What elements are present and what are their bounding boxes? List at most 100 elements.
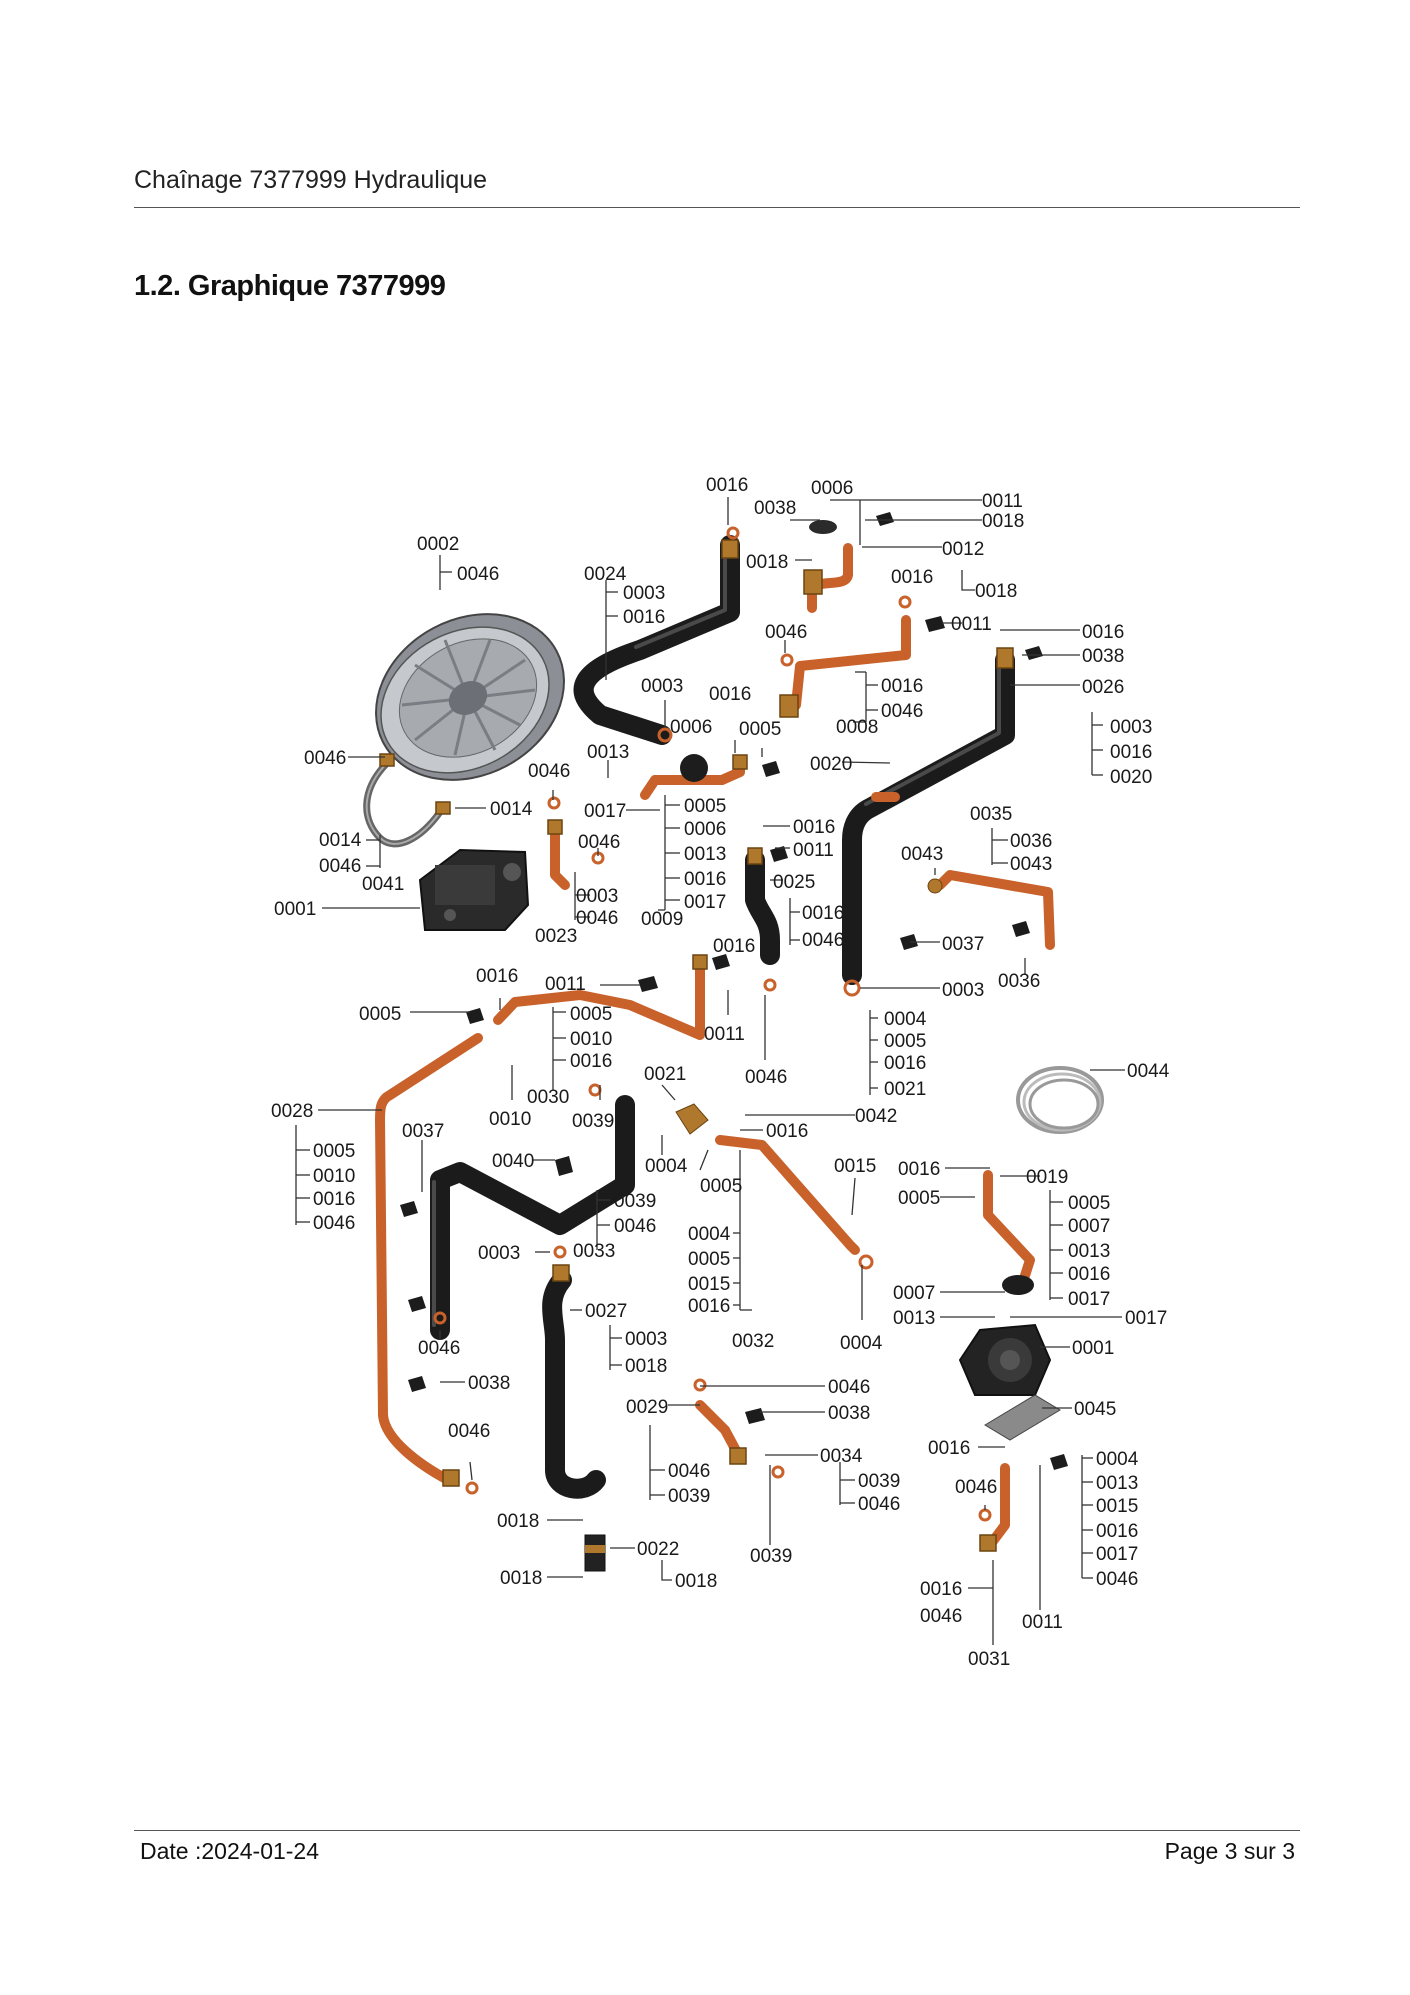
part-label: 0001 [1072,1338,1114,1359]
part-label: 0016 [684,869,726,890]
part-label: 0038 [754,498,796,519]
part-label: 0016 [891,567,933,588]
part-label: 0017 [1125,1308,1167,1329]
part-label: 0046 [578,832,620,853]
part-label: 0043 [1010,854,1052,875]
part-label: 0021 [884,1079,926,1100]
part-label: 0046 [319,856,361,877]
part-label: 0025 [773,872,815,893]
part-label: 0038 [468,1373,510,1394]
part-label: 0006 [684,819,726,840]
part-label: 0046 [765,622,807,643]
part-label: 0015 [834,1156,876,1177]
part-label: 0005 [1068,1193,1110,1214]
expansion-vessel-part [375,613,565,781]
part-label: 0011 [1022,1612,1063,1633]
part-label: 0018 [746,552,788,573]
part-label: 0017 [584,801,626,822]
part-label: 0023 [535,926,577,947]
part-label: 0018 [982,511,1024,532]
part-label: 0020 [1110,767,1152,788]
part-labels: 0016 0006 0038 0018 0011 0012 0018 0018 … [271,475,1170,1670]
part-label: 0016 [802,903,844,924]
part-label: 0039 [668,1486,710,1507]
part-label: 0005 [313,1141,355,1162]
part-label: 0016 [623,607,665,628]
hydraulic-block-part [418,848,530,931]
part-label: 0034 [820,1446,863,1467]
part-label: 0004 [840,1333,883,1354]
part-label: 0037 [402,1121,444,1142]
part-label: 0005 [898,1188,940,1209]
footer-page-number: Page 3 sur 3 [1164,1838,1295,1864]
part-label: 0044 [1127,1061,1170,1082]
part-label: 0016 [928,1438,970,1459]
part-label: 0005 [739,719,781,740]
part-label: 0014 [319,830,362,851]
footer-date: Date :2024-01-24 [140,1838,320,1864]
part-label: 0033 [573,1241,615,1262]
part-label: 0021 [644,1064,686,1085]
part-label: 0003 [942,980,984,1001]
part-label: 0046 [802,930,844,951]
part-label: 0038 [1082,646,1124,667]
part-label: 0016 [766,1121,808,1142]
part-label: 0046 [1096,1569,1138,1590]
part-label: 0005 [570,1004,612,1025]
part-label: 0016 [570,1051,612,1072]
part-label: 0041 [362,874,404,895]
part-label: 0046 [528,761,570,782]
part-label: 0016 [1096,1521,1138,1542]
part-label: 0011 [793,840,834,861]
part-label: 0022 [637,1539,679,1560]
part-label: 0046 [614,1216,656,1237]
part-label: 0016 [713,936,755,957]
part-label: 0016 [884,1053,926,1074]
part-label: 0018 [975,581,1017,602]
part-label: 0003 [478,1243,520,1264]
part-label: 0010 [570,1029,612,1050]
part-label: 0036 [1010,831,1052,852]
part-label: 0037 [942,934,984,955]
part-label: 0016 [476,966,518,987]
clip-parts [400,761,1068,1470]
leader-lines [295,497,1125,1645]
part-label: 0009 [641,909,683,930]
part-label: 0005 [359,1004,401,1025]
part-label: 0013 [1096,1473,1138,1494]
part-label: 0016 [709,684,751,705]
part-label: 0036 [998,971,1040,992]
part-label: 0039 [572,1111,614,1132]
part-label: 0046 [304,748,346,769]
part-label: 0016 [313,1189,355,1210]
part-label: 0016 [1110,742,1152,763]
part-label: 0003 [641,676,683,697]
part-label: 0035 [970,804,1012,825]
part-label: 0004 [1096,1449,1139,1470]
part-label: 0027 [585,1301,627,1322]
part-label: 0010 [313,1166,355,1187]
part-label: 0020 [810,754,852,775]
part-label: 0003 [1110,717,1152,738]
part-label: 0013 [1068,1241,1110,1262]
part-label: 0042 [855,1106,897,1127]
part-label: 0046 [955,1477,997,1498]
part-label: 0031 [968,1649,1010,1670]
footer-divider [134,1830,1300,1831]
pump-part [958,1323,1052,1396]
part-label: 0043 [901,844,943,865]
part-label: 0005 [700,1176,742,1197]
part-label: 0046 [881,701,923,722]
part-label: 0024 [584,564,627,585]
part-label: 0003 [623,583,665,604]
part-label: 0015 [1096,1496,1138,1517]
part-label: 0016 [898,1159,940,1180]
part-label: 0008 [836,717,878,738]
part-label: 0018 [497,1511,539,1532]
part-label: 0016 [1068,1264,1110,1285]
part-label: 0004 [645,1156,688,1177]
part-label: 0004 [884,1009,927,1030]
part-label: 0019 [1026,1167,1068,1188]
part-label: 0012 [942,539,984,560]
